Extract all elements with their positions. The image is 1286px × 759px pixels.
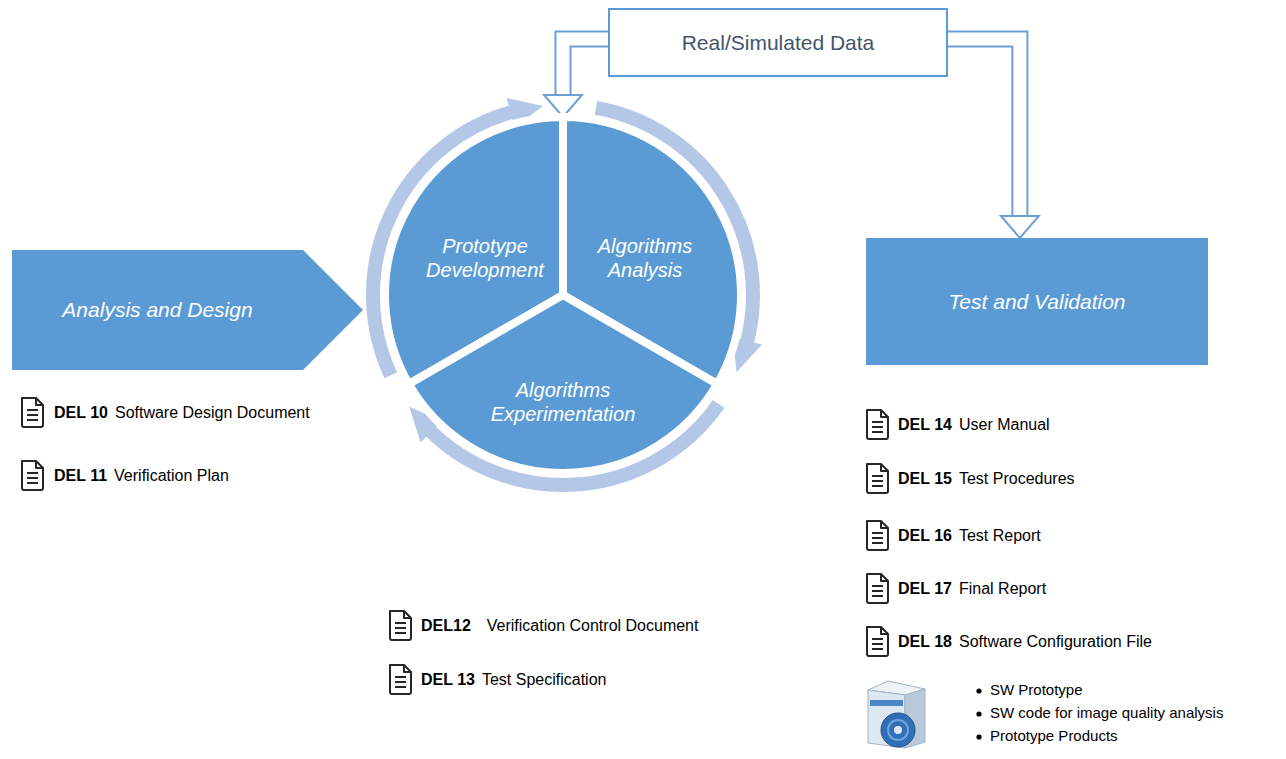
- hollow-arrow: [948, 39, 1039, 238]
- deliverable-number: DEL 14: [898, 415, 952, 435]
- deliverable-title: Software Design Document: [115, 403, 310, 423]
- pentagon-outline: [12, 250, 363, 370]
- deliverable-number: DEL12: [421, 616, 471, 636]
- deliverable-title: Software Configuration File: [959, 632, 1152, 652]
- arrow-outline: [948, 39, 1020, 217]
- document-icon: [867, 464, 888, 493]
- arrow-outline: [563, 39, 608, 96]
- document-icon: [390, 665, 411, 694]
- bullet-dot: [976, 688, 981, 693]
- disc: [881, 713, 915, 747]
- box-stripe: [870, 700, 903, 706]
- deliverable-number: DEL 11: [54, 466, 107, 486]
- cycle-segment: Algorithms Experimentation: [408, 295, 718, 473]
- deliverable-number: DEL 10: [54, 403, 108, 423]
- data-box: Real/Simulated Data: [608, 8, 948, 77]
- deliverable-number: DEL 17: [898, 579, 952, 599]
- bullet-dot: [976, 734, 981, 739]
- node-text: Analysis and Design: [12, 297, 303, 322]
- software-box-icon: [868, 681, 925, 748]
- deliverable-number: DEL 16: [898, 526, 952, 546]
- deliverable-title: Final Report: [959, 579, 1046, 599]
- cycle-ring: [373, 108, 753, 485]
- disc-hole: [894, 726, 902, 734]
- deliverable-number: DEL 15: [898, 469, 952, 489]
- document-icon: [867, 627, 888, 656]
- bullet-item: SW code for image quality analysis: [990, 704, 1223, 723]
- deliverable-number: DEL 18: [898, 632, 952, 652]
- node-text: Algorithms Experimentation: [481, 378, 646, 426]
- document-icon: [867, 521, 888, 550]
- phase-box: Test and Validation: [866, 238, 1208, 365]
- deliverable-title: User Manual: [959, 415, 1050, 435]
- deliverable-title: Verification Plan: [114, 466, 229, 486]
- document-icon: [867, 410, 888, 439]
- hollow-arrow: [544, 39, 608, 117]
- deliverable-number: DEL 13: [421, 670, 475, 690]
- document-icons: [22, 398, 888, 694]
- document-icon: [22, 398, 43, 427]
- arrowhead: [1001, 216, 1039, 238]
- arrow-fill: [948, 39, 1020, 217]
- deliverable-title: Test Report: [959, 526, 1041, 546]
- deliverable-title: Verification Control Document: [487, 616, 699, 636]
- bullet-dot: [976, 711, 981, 716]
- node-text: Test and Validation: [938, 289, 1135, 314]
- node-text: Algorithms Analysis: [583, 234, 708, 282]
- document-icon: [867, 574, 888, 603]
- node-text: Prototype Development: [423, 234, 548, 282]
- bullet-item: Prototype Products: [990, 727, 1118, 746]
- bullet-item: SW Prototype: [990, 681, 1083, 700]
- phase-arrow: Analysis and Design: [12, 250, 363, 370]
- bullets: [976, 688, 981, 739]
- document-icon: [390, 611, 411, 640]
- deliverable-title: Test Specification: [482, 670, 607, 690]
- disc-ring: [888, 720, 908, 740]
- arrow-fill: [563, 39, 608, 96]
- node-text: Real/Simulated Data: [672, 30, 885, 55]
- wedge-outline: [409, 295, 717, 473]
- deliverable-title: Test Procedures: [959, 469, 1075, 489]
- document-icon: [22, 461, 43, 490]
